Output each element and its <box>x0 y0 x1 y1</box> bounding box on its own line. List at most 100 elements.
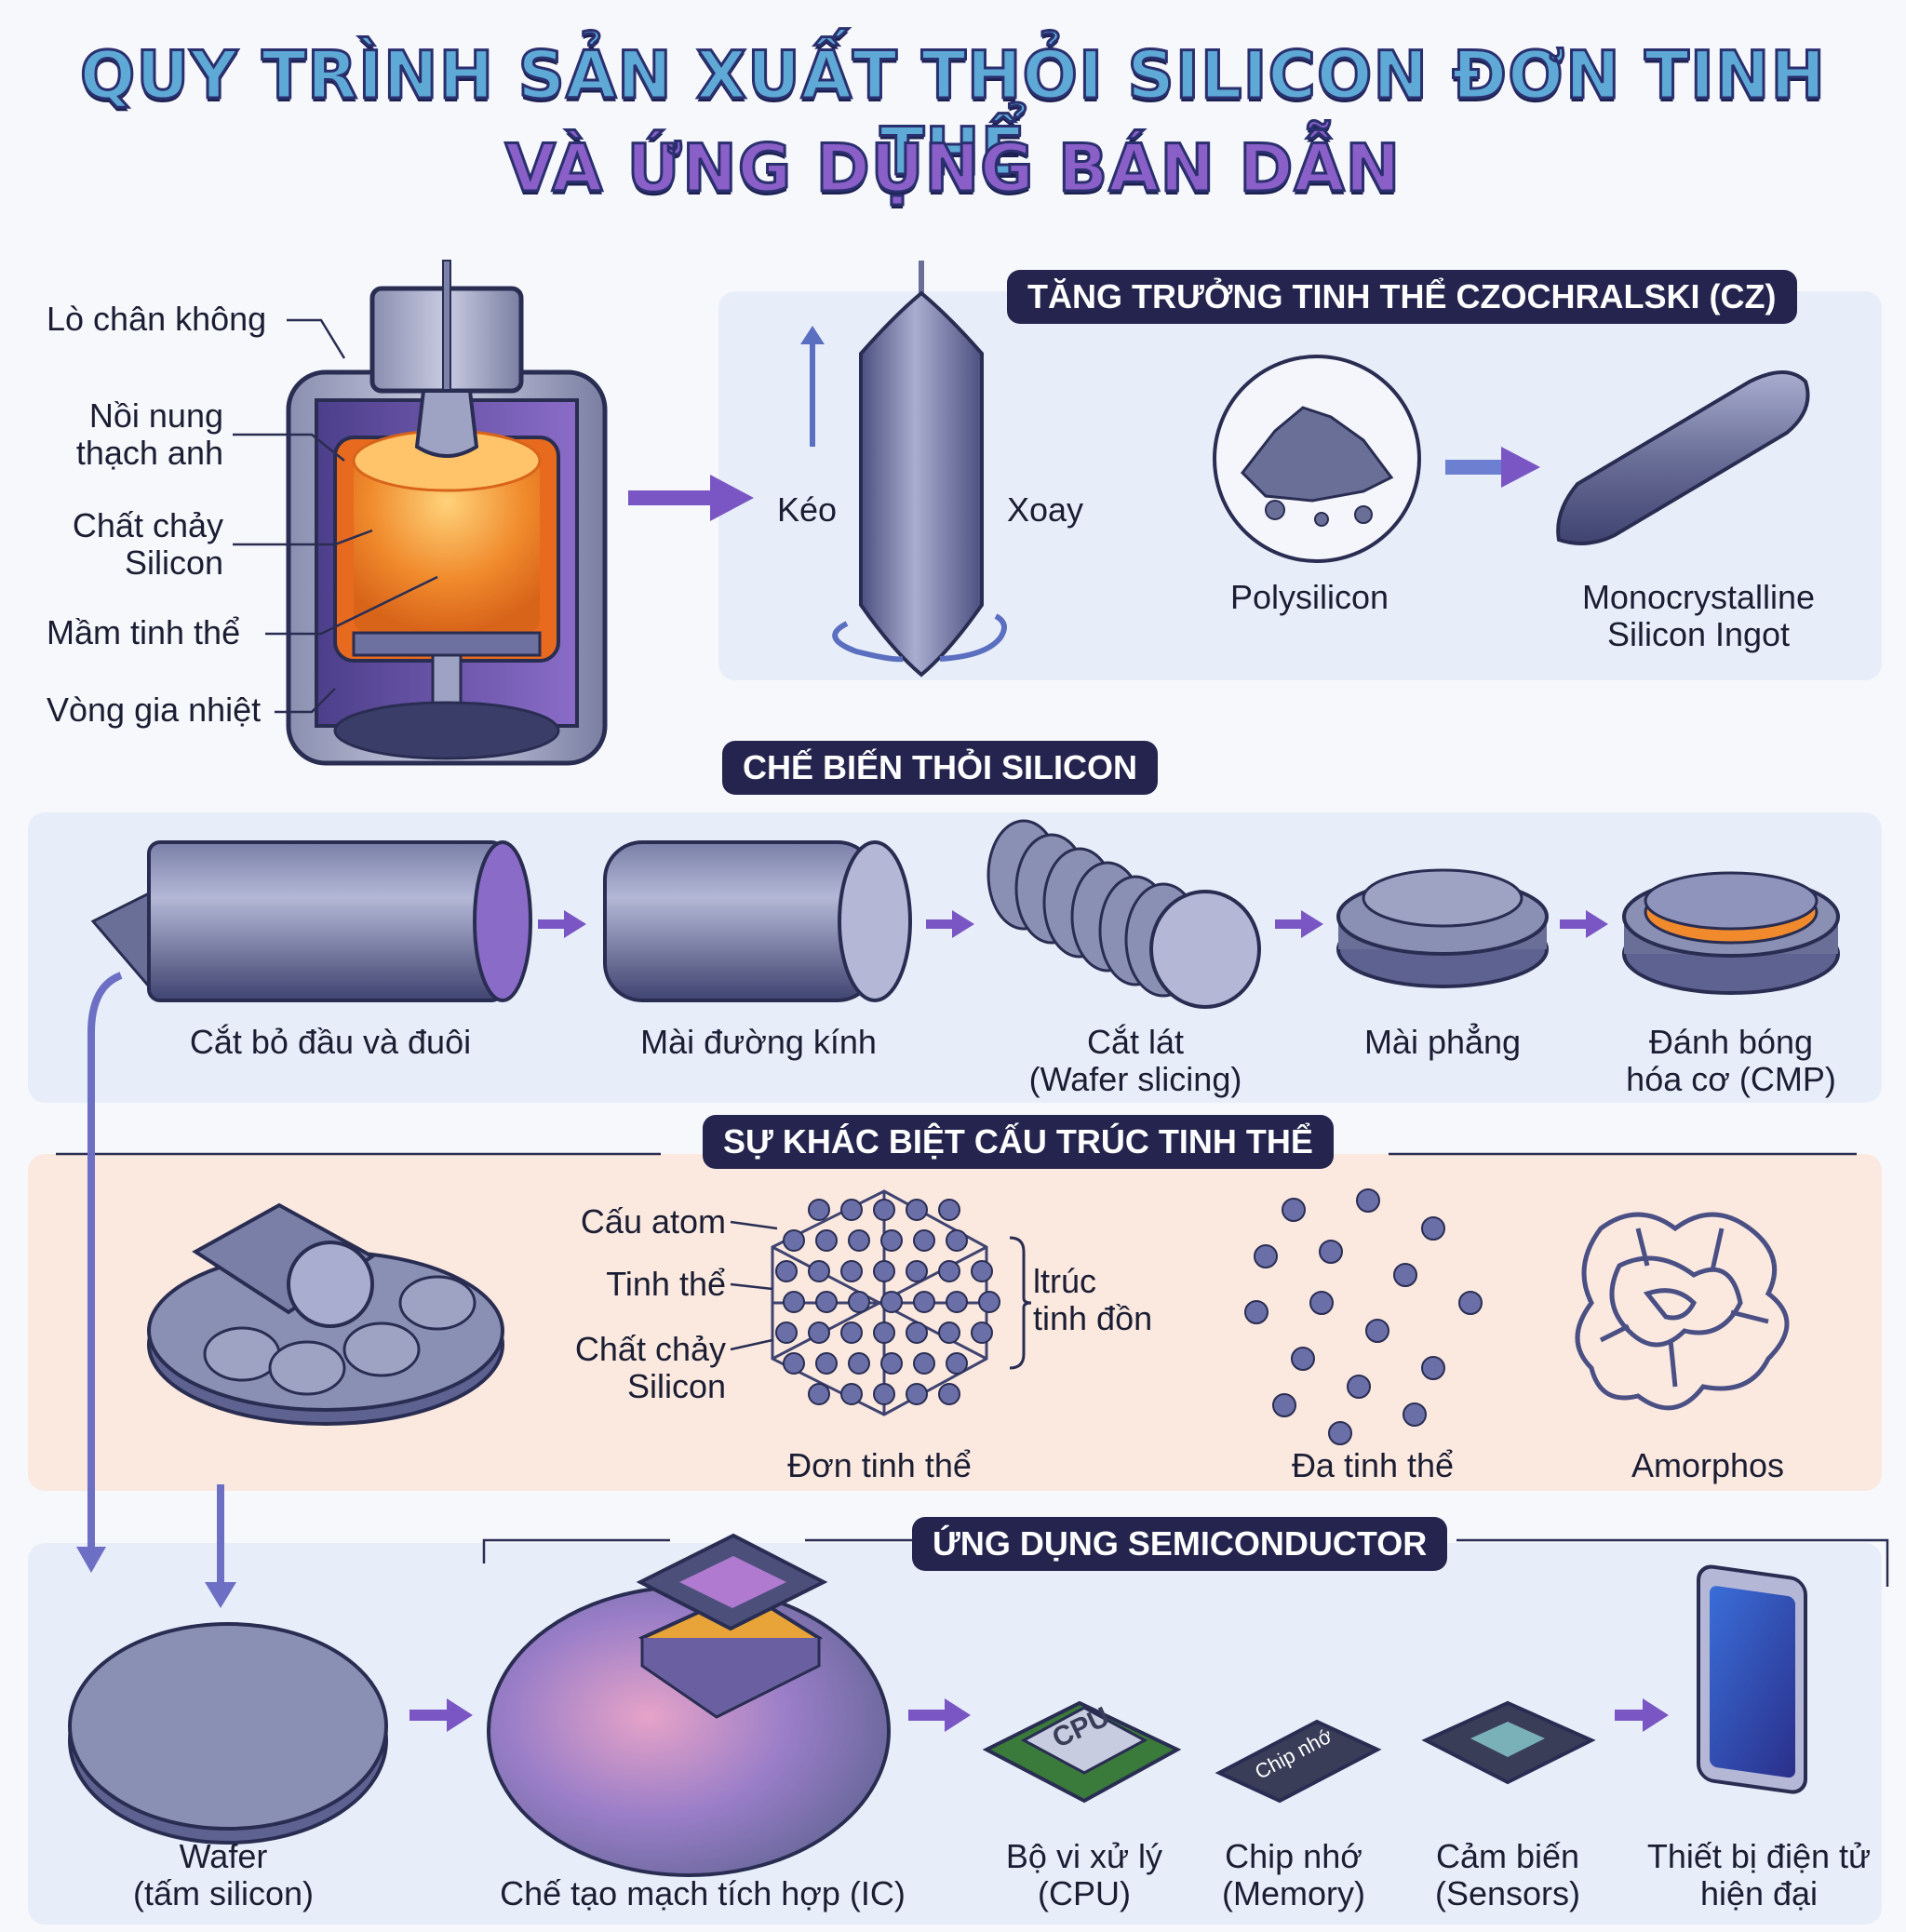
atom-node <box>1421 1216 1445 1241</box>
atom-node <box>938 1383 960 1405</box>
cz-section-badge: TĂNG TRƯỞNG TINH THỂ CZOCHRALSKI (CZ) <box>1007 270 1797 324</box>
atom-node <box>848 1352 870 1375</box>
wafers-on-disc-illustration <box>147 1202 504 1426</box>
atom-node <box>1309 1291 1334 1315</box>
atom-node <box>906 1383 928 1405</box>
atom-node <box>938 1260 960 1282</box>
atom-node <box>913 1291 935 1313</box>
cz-furnace-illustration <box>286 260 608 766</box>
atom-node <box>1356 1188 1380 1213</box>
atom-node <box>815 1352 838 1375</box>
atom-node <box>1328 1421 1352 1445</box>
label-rotate: Xoay <box>1007 490 1084 529</box>
atom-node <box>873 1199 895 1221</box>
atom-node <box>808 1322 830 1344</box>
arrow-to-cz <box>628 475 754 521</box>
atom-node <box>913 1352 935 1375</box>
atom-node <box>1347 1375 1371 1399</box>
label-amorphous: Amorphos <box>1631 1446 1785 1484</box>
atom-node <box>938 1322 960 1344</box>
label-polysilicon: Polysilicon <box>1230 578 1389 616</box>
applications-section-badge: ỨNG DỤNG SEMICONDUCTOR <box>912 1517 1448 1571</box>
label-quartz-crucible-1: Nồi nung <box>88 396 223 435</box>
atom-node <box>906 1199 928 1221</box>
atom-node <box>1282 1198 1306 1222</box>
atom-node <box>880 1291 903 1313</box>
atom-node <box>840 1260 863 1282</box>
label-atom: Cấu atom <box>580 1202 726 1241</box>
atom-node <box>815 1291 838 1313</box>
label-polycrystal: Đa tinh thể <box>1291 1446 1455 1484</box>
label-cpu-1: Bộ vi xử lý <box>1005 1837 1163 1875</box>
step-3-label-1: Cắt lát <box>1086 1023 1185 1061</box>
atom-node <box>1421 1356 1445 1380</box>
atom-node <box>775 1260 798 1282</box>
atom-node <box>1365 1319 1389 1343</box>
label-device-2: hiện đại <box>1699 1874 1819 1912</box>
atom-node <box>1458 1291 1483 1315</box>
label-silicon-melt-1: Chất chảy <box>72 506 223 544</box>
atom-node <box>873 1322 895 1344</box>
label-wafer-2: (tấm silicon) <box>132 1874 315 1912</box>
atom-node <box>1272 1393 1296 1417</box>
label-melt-2: Silicon <box>626 1367 726 1405</box>
atom-node <box>880 1229 903 1252</box>
arrow-poly-to-mono <box>1445 447 1540 488</box>
atom-node <box>1319 1240 1343 1264</box>
atom-node <box>906 1260 928 1282</box>
atom-node <box>808 1199 830 1221</box>
label-sensor-1: Cảm biến <box>1435 1837 1580 1875</box>
atom-node <box>938 1199 960 1221</box>
atom-node <box>978 1291 1000 1313</box>
label-ic: Chế tạo mạch tích hợp (IC) <box>500 1874 906 1912</box>
label-bracket-1: ltrúc <box>1033 1262 1097 1300</box>
atom-node <box>873 1260 895 1282</box>
step-4-label: Mài phẳng <box>1363 1023 1522 1061</box>
label-mono-ingot-2: Silicon Ingot <box>1606 615 1791 653</box>
label-single-crystal: Đơn tinh thể <box>787 1446 972 1484</box>
atom-node <box>775 1322 798 1344</box>
title-line-2: VÀ ỨNG DỤNG BÁN DẪN <box>503 129 1402 208</box>
atom-node <box>783 1291 805 1313</box>
label-mono-ingot-1: Monocrystalline <box>1581 578 1816 616</box>
label-wafer-1: Wafer <box>179 1837 268 1875</box>
label-memory-2: (Memory) <box>1222 1874 1365 1912</box>
atom-node <box>971 1260 993 1282</box>
atom-node <box>815 1229 838 1252</box>
step-5-label-2: hóa cơ (CMP) <box>1626 1060 1836 1098</box>
label-crystal: Tinh thể <box>606 1265 726 1303</box>
title-line-1: QUY TRÌNH SẢN XUẤT THỎI SILICON ĐƠN TINH… <box>78 36 1827 192</box>
step-1-label: Cắt bỏ đầu và đuôi <box>189 1023 472 1061</box>
polysilicon-illustration <box>1213 355 1421 563</box>
label-device-1: Thiết bị điện tử <box>1646 1837 1872 1875</box>
label-bracket-2: tinh đồn <box>1033 1299 1153 1337</box>
atom-node <box>880 1352 903 1375</box>
label-quartz-crucible-2: thạch anh <box>75 434 223 472</box>
atom-node <box>1291 1347 1315 1371</box>
pulling-ingot-illustration <box>800 261 1007 678</box>
atom-node <box>913 1229 935 1252</box>
step-3-label-2: (Wafer slicing) <box>1028 1060 1242 1098</box>
atom-node <box>971 1322 993 1344</box>
atom-node <box>946 1291 968 1313</box>
atom-node <box>840 1322 863 1344</box>
atom-node <box>840 1383 863 1405</box>
processing-section-badge: CHẾ BIẾN THỎI SILICON <box>722 741 1159 795</box>
step-2-label: Mài đường kính <box>640 1023 877 1061</box>
atom-node <box>873 1383 895 1405</box>
label-vacuum-chamber: Lò chân không <box>47 300 267 338</box>
atom-node <box>946 1229 968 1252</box>
atom-node <box>783 1229 805 1252</box>
label-heater-ring: Vòng gia nhiệt <box>47 691 262 729</box>
atom-node <box>1244 1300 1268 1324</box>
step-5-label-1: Đánh bóng <box>1648 1023 1814 1061</box>
mono-ingot-illustration <box>1556 370 1810 545</box>
label-cpu-2: (CPU) <box>1038 1874 1131 1912</box>
label-pull: Kéo <box>777 490 838 529</box>
atom-node <box>1393 1263 1417 1287</box>
